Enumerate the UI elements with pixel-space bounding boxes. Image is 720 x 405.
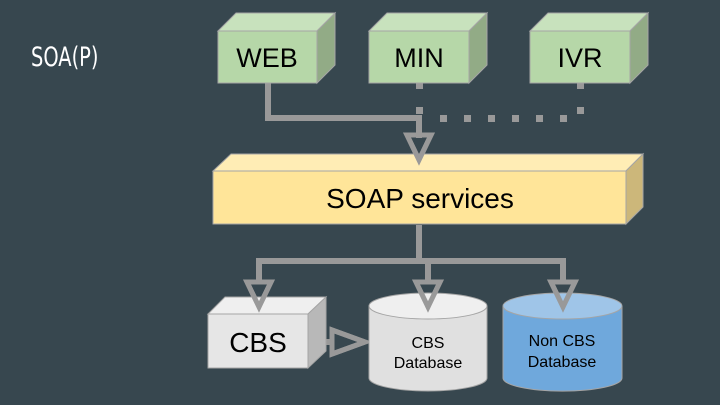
client-label-web: WEB — [236, 43, 298, 73]
noncbs-database-label-line2: Database — [528, 354, 597, 371]
noncbs-database-cylinder[interactable]: Non CBS Database — [502, 292, 623, 392]
soap-services-label: SOAP services — [326, 183, 514, 214]
client-label-ivr: IVR — [557, 43, 602, 73]
cbs-to-db-arrowhead-overlay — [329, 326, 373, 358]
backend-box-cbs[interactable]: CBS — [206, 295, 328, 370]
slide-title: SOA(P) — [31, 42, 99, 73]
cbs-database-label-line1: CBS — [412, 335, 445, 352]
client-box-web[interactable]: WEB — [216, 11, 337, 85]
noncbs-db-arrowhead-overlay — [547, 279, 579, 313]
client-box-ivr[interactable]: IVR — [528, 11, 650, 85]
soap-services-bar[interactable]: SOAP services — [211, 152, 645, 226]
web-to-soap-connector — [265, 83, 422, 138]
min-dotted-connector — [416, 83, 423, 114]
soap-branch-right — [419, 258, 566, 282]
backend-label-cbs: CBS — [229, 327, 287, 358]
web-arrowhead-overlay — [403, 132, 435, 166]
cbs-database-label-line2: Database — [394, 355, 463, 372]
soap-branch-left — [256, 258, 419, 282]
noncbs-database-label-line1: Non CBS — [529, 333, 596, 350]
client-label-min: MIN — [394, 43, 444, 73]
ivr-dotted-connector — [440, 83, 584, 122]
cbs-db-arrowhead-overlay — [412, 279, 444, 313]
client-box-min[interactable]: MIN — [367, 11, 489, 85]
cbs-arrowhead-overlay — [243, 279, 275, 313]
